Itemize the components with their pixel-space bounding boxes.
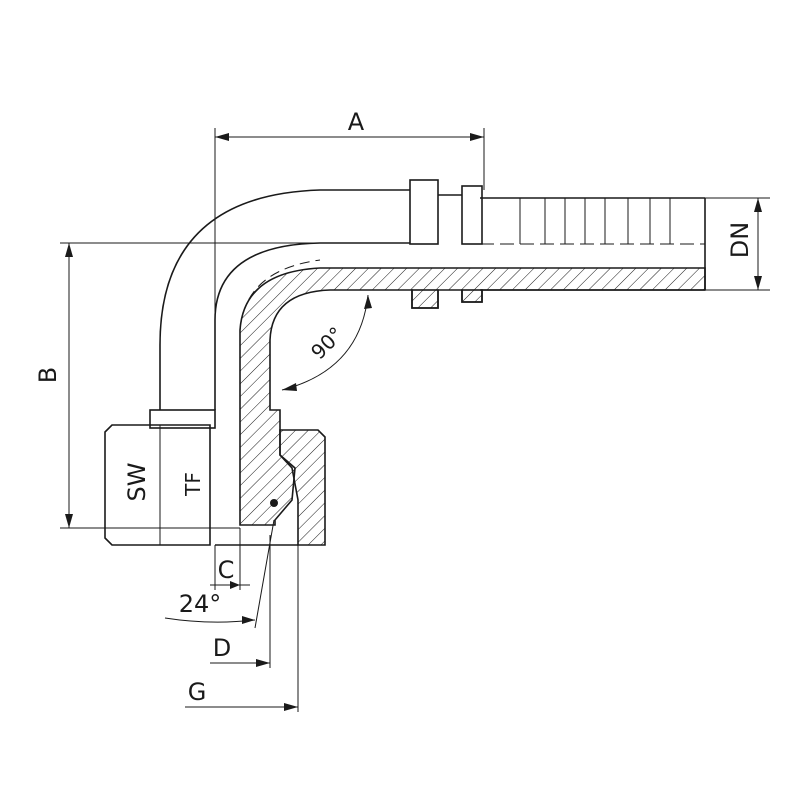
label-dn: DN (726, 222, 754, 258)
section-hatched (239, 267, 706, 526)
dimension-d: D (210, 535, 271, 668)
label-sw: SW (123, 463, 151, 502)
label-b: B (34, 367, 62, 383)
dimension-b: B (34, 242, 320, 529)
dimension-dn: DN (705, 197, 770, 291)
elbow-outer (159, 189, 410, 410)
dimension-c: C (210, 528, 250, 590)
label-c: C (218, 556, 235, 584)
label-a: A (348, 108, 365, 136)
label-d: D (213, 634, 231, 662)
label-angle-24: 24° (179, 590, 222, 618)
angle-90: 90° (281, 294, 372, 391)
o-ring (270, 499, 278, 507)
label-g: G (188, 678, 207, 706)
dimension-a: A (214, 108, 485, 420)
label-tf: TF (181, 472, 205, 497)
angle-24: 24° (164, 519, 275, 629)
dimension-g: G (185, 545, 299, 712)
